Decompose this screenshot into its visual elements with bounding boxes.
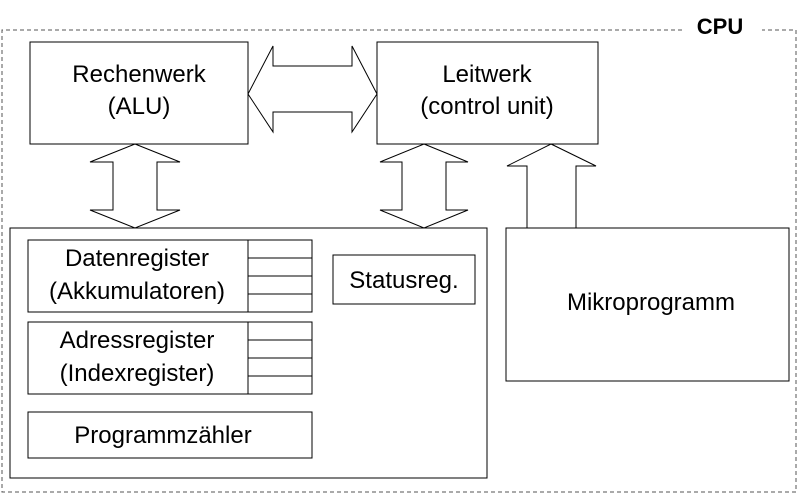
microprogram-box bbox=[505, 227, 790, 382]
data-register-label-line2: (Akkumulatoren) bbox=[49, 278, 225, 305]
control-registers-double-arrow bbox=[379, 143, 469, 229]
alu-box bbox=[29, 41, 249, 145]
alu-label-line2: (ALU) bbox=[108, 93, 171, 120]
alu-control-double-arrow bbox=[247, 45, 378, 134]
status-register-label: Statusreg. bbox=[349, 267, 458, 294]
cpu-frame bbox=[1, 29, 797, 493]
alu-registers-double-arrow bbox=[89, 143, 181, 229]
control-unit-box bbox=[376, 41, 599, 145]
data-register-label-line1: Datenregister bbox=[65, 245, 209, 272]
alu-label-line1: Rechenwerk bbox=[72, 61, 206, 88]
cpu-label: CPU bbox=[697, 14, 743, 39]
status-register-box bbox=[332, 254, 476, 305]
microprogram-to-control-arrow bbox=[506, 143, 597, 229]
address-register-label-line2: (Indexregister) bbox=[60, 360, 215, 387]
control-unit-label-line2: (control unit) bbox=[420, 93, 553, 120]
microprogram-label: Mikroprogramm bbox=[567, 289, 735, 316]
program-counter-label: Programmzähler bbox=[74, 422, 251, 449]
program-counter-box bbox=[27, 411, 313, 459]
address-register-label-line1: Adressregister bbox=[60, 327, 215, 354]
control-unit-label-line1: Leitwerk bbox=[442, 61, 532, 88]
